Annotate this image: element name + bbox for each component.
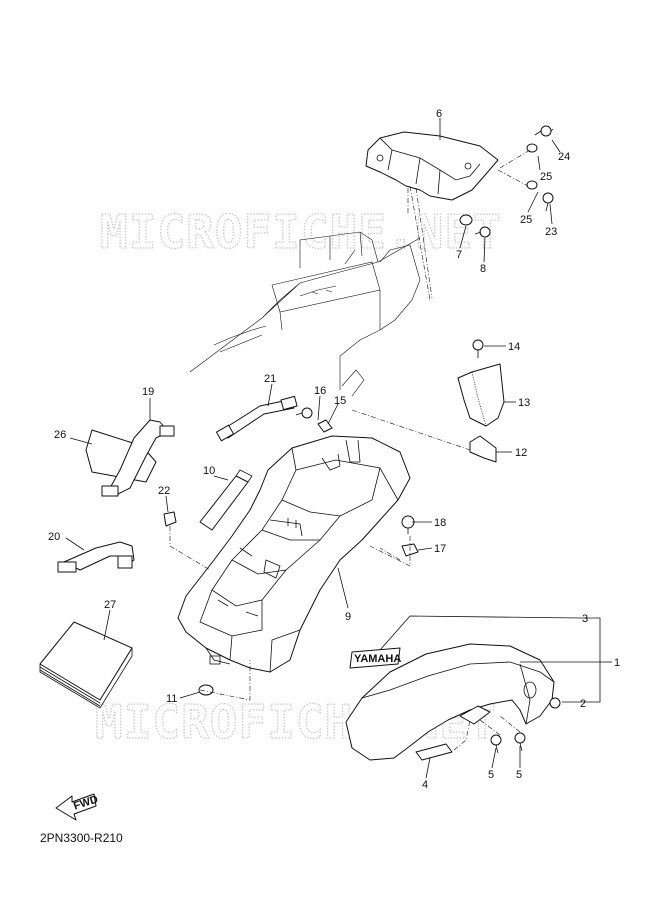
callout-3: 3 <box>582 613 588 625</box>
callout-2: 2 <box>580 698 586 710</box>
callout-23: 23 <box>545 226 557 238</box>
part-21-strap[interactable] <box>215 395 298 442</box>
callout-17: 17 <box>434 543 446 555</box>
callout-labels: 6 24 25 25 23 7 8 14 13 12 16 15 18 17 9… <box>48 108 620 791</box>
part-13-flap[interactable] <box>457 339 505 427</box>
callout-13: 13 <box>518 397 530 409</box>
callout-14: 14 <box>508 341 520 353</box>
callout-4: 4 <box>422 779 428 791</box>
callout-9: 9 <box>345 611 351 623</box>
part-27-manual[interactable] <box>39 621 133 709</box>
watermark-top: MICROFICHE.NET <box>100 205 502 259</box>
leader-lines <box>65 118 612 779</box>
callout-20: 20 <box>48 531 60 543</box>
callout-1: 1 <box>614 657 620 669</box>
part-19-strap[interactable] <box>101 419 175 497</box>
callout-6: 6 <box>436 108 442 120</box>
callout-5b: 5 <box>516 769 522 781</box>
part-10-strip[interactable] <box>199 469 253 531</box>
callout-8: 8 <box>480 263 486 275</box>
part-6-mount-line <box>407 185 433 301</box>
callout-12: 12 <box>515 447 527 459</box>
part-9-rear-inner-fender[interactable] <box>177 435 411 673</box>
fwd-arrow-icon: FWD <box>55 793 100 821</box>
small-parts-lines <box>169 526 411 701</box>
fastener-lines <box>497 149 531 187</box>
part-3-yamaha-decal: YAMAHA <box>349 647 401 669</box>
part-6-tail-bracket[interactable] <box>365 131 499 201</box>
callout-19: 19 <box>142 386 154 398</box>
callout-26: 26 <box>54 429 66 441</box>
part-12-bracket[interactable] <box>469 435 497 463</box>
callout-22: 22 <box>158 485 170 497</box>
callout-25b: 25 <box>520 214 532 226</box>
callout-11: 11 <box>166 693 177 705</box>
part-1-front-fender[interactable] <box>345 643 555 761</box>
callout-18: 18 <box>434 517 446 529</box>
decal-text: YAMAHA <box>354 653 401 665</box>
callout-24: 24 <box>558 151 570 163</box>
callout-15: 15 <box>334 395 346 407</box>
part-12-line <box>351 409 471 451</box>
callout-7: 7 <box>456 249 462 261</box>
callout-25a: 25 <box>540 171 552 183</box>
diagram-code: 2PN3300-R210 <box>40 831 123 845</box>
callout-27: 27 <box>104 599 116 611</box>
rear-frame-sketch <box>189 231 421 397</box>
front-fastener-lines <box>453 715 521 751</box>
callout-16: 16 <box>314 385 326 397</box>
callout-10: 10 <box>203 465 215 477</box>
front-fasteners[interactable] <box>415 697 561 761</box>
part-20-strap[interactable] <box>57 541 135 573</box>
callout-5a: 5 <box>488 769 494 781</box>
callout-21: 21 <box>264 373 276 385</box>
